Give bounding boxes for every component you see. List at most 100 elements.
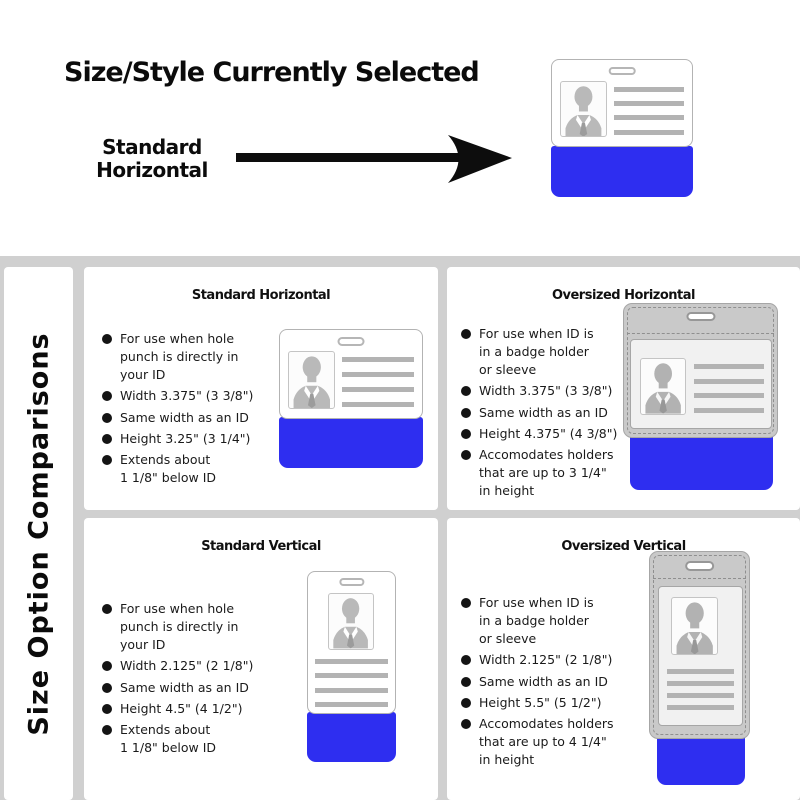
badge-blue-extension xyxy=(551,146,693,197)
slot-hole xyxy=(608,66,636,76)
bullet-text: Height 3.25" (3 1/4") xyxy=(120,430,251,446)
list-item: Width 3.375" (3 3/8") xyxy=(461,382,617,400)
panel-standard-vertical: Standard Vertical For use when hole punc… xyxy=(84,518,438,800)
person-silhouette-icon xyxy=(333,598,369,649)
feature-list: For use when hole punch is directly in y… xyxy=(102,330,253,490)
bullet-icon xyxy=(461,697,471,708)
bullet-text: Width 3.375" (3 3/8") xyxy=(120,388,254,404)
card-text-line xyxy=(342,357,415,363)
bullet-text: For use when ID is in a badge holder or … xyxy=(479,595,594,647)
list-item: Extends about 1 1/8" below ID xyxy=(102,451,253,487)
card-text-line xyxy=(667,692,734,698)
standard-horizontal-badge-preview xyxy=(551,59,693,147)
person-silhouette-icon xyxy=(293,356,330,409)
bullet-text: Same width as an ID xyxy=(479,404,608,420)
bullet-text: Height 5.5" (5 1/2") xyxy=(479,694,602,710)
card-text-lines xyxy=(342,357,415,407)
bullet-icon xyxy=(102,433,112,444)
list-item: For use when ID is in a badge holder or … xyxy=(461,325,617,379)
card-text-line xyxy=(314,701,389,707)
slot-hole xyxy=(685,311,716,322)
list-item: Accomodates holders that are up to 4 1/4… xyxy=(461,715,614,769)
photo-placeholder xyxy=(328,593,374,650)
panel-oversized-vertical: Oversized Vertical For use when ID is in… xyxy=(447,518,800,800)
card-text-line xyxy=(694,393,765,399)
list-item: For use when hole punch is directly in y… xyxy=(102,600,253,654)
panel-oversized-horizontal: Oversized Horizontal For use when ID is … xyxy=(447,267,800,510)
bullet-text: For use when ID is in a badge holder or … xyxy=(479,326,594,378)
list-item: Same width as an ID xyxy=(102,679,253,697)
bullet-icon xyxy=(461,428,471,439)
card-text-lines xyxy=(667,668,734,710)
bullet-text: Same width as an ID xyxy=(120,679,249,695)
card-text-line xyxy=(694,407,765,413)
list-item: For use when ID is in a badge holder or … xyxy=(461,594,614,648)
bullet-text: Extends about 1 1/8" below ID xyxy=(120,451,217,485)
panel-title: Oversized Vertical xyxy=(561,538,686,554)
oversized-vertical-badge-holder xyxy=(649,551,750,739)
card-text-line xyxy=(342,386,415,392)
card-text-line xyxy=(314,673,389,679)
slot-hole xyxy=(338,577,365,587)
bullet-icon xyxy=(461,386,471,397)
list-item: Width 2.125" (2 1/8") xyxy=(102,657,253,675)
bullet-icon xyxy=(102,454,112,465)
person-silhouette-icon xyxy=(676,602,713,655)
card-text-line xyxy=(667,704,734,710)
panel-title: Oversized Horizontal xyxy=(551,287,696,303)
card-text-line xyxy=(613,86,685,92)
person-silhouette-icon xyxy=(644,363,681,414)
list-item: Height 3.25" (3 1/4") xyxy=(102,430,253,448)
feature-list: For use when ID is in a badge holder or … xyxy=(461,594,614,772)
badge-blue-extension xyxy=(630,432,773,490)
card-text-lines xyxy=(314,659,389,707)
bullet-icon xyxy=(461,655,471,666)
slot-hole xyxy=(337,337,365,346)
bullet-icon xyxy=(461,718,471,729)
card-text-line xyxy=(613,101,685,107)
bullet-icon xyxy=(102,724,112,735)
card-text-line xyxy=(613,129,685,135)
list-item: Height 5.5" (5 1/2") xyxy=(461,694,614,712)
bullet-text: For use when hole punch is directly in y… xyxy=(120,601,239,653)
list-item: Width 2.125" (2 1/8") xyxy=(461,651,614,669)
bullet-icon xyxy=(461,407,471,418)
bullet-text: Same width as an ID xyxy=(120,409,249,425)
bullet-icon xyxy=(102,334,112,344)
panel-title: Standard Horizontal xyxy=(191,287,331,303)
list-item: Same width as an ID xyxy=(461,673,614,691)
list-item: Accomodates holders that are up to 3 1/4… xyxy=(461,446,617,500)
list-item: Height 4.5" (4 1/2") xyxy=(102,700,253,718)
bullet-text: Same width as an ID xyxy=(479,673,608,689)
bullet-icon xyxy=(102,412,112,423)
bullet-text: Height 4.5" (4 1/2") xyxy=(120,700,243,716)
feature-list: For use when hole punch is directly in y… xyxy=(102,600,253,760)
bullet-text: Accomodates holders that are up to 3 1/4… xyxy=(479,446,614,498)
standard-vertical-badge xyxy=(307,571,396,714)
list-item: Same width as an ID xyxy=(102,409,253,427)
badge-blue-extension xyxy=(657,733,745,785)
bullet-icon xyxy=(461,329,471,339)
bullet-icon xyxy=(461,449,471,460)
card-text-line xyxy=(694,364,765,370)
bullet-icon xyxy=(102,604,112,614)
photo-placeholder xyxy=(287,351,336,410)
bullet-icon xyxy=(102,682,112,693)
stitch-line xyxy=(627,333,774,335)
sidebar-panel: Size Option Comparisons xyxy=(4,267,73,800)
slot-hole xyxy=(684,561,715,571)
bullet-text: Width 2.125" (2 1/8") xyxy=(479,652,613,668)
card-text-line xyxy=(667,668,734,674)
bullet-text: Accomodates holders that are up to 4 1/4… xyxy=(479,715,614,767)
arrow-right-icon xyxy=(236,135,512,183)
card-text-line xyxy=(342,401,415,407)
bullet-text: Height 4.375" (4 3/8") xyxy=(479,425,618,441)
list-item: For use when hole punch is directly in y… xyxy=(102,330,253,384)
selected-style-label: Standard Horizontal xyxy=(96,135,208,182)
id-card-in-holder xyxy=(630,338,773,430)
card-text-line xyxy=(314,687,389,693)
bullet-icon xyxy=(461,598,471,608)
bullet-icon xyxy=(102,703,112,714)
bullet-icon xyxy=(102,391,112,402)
